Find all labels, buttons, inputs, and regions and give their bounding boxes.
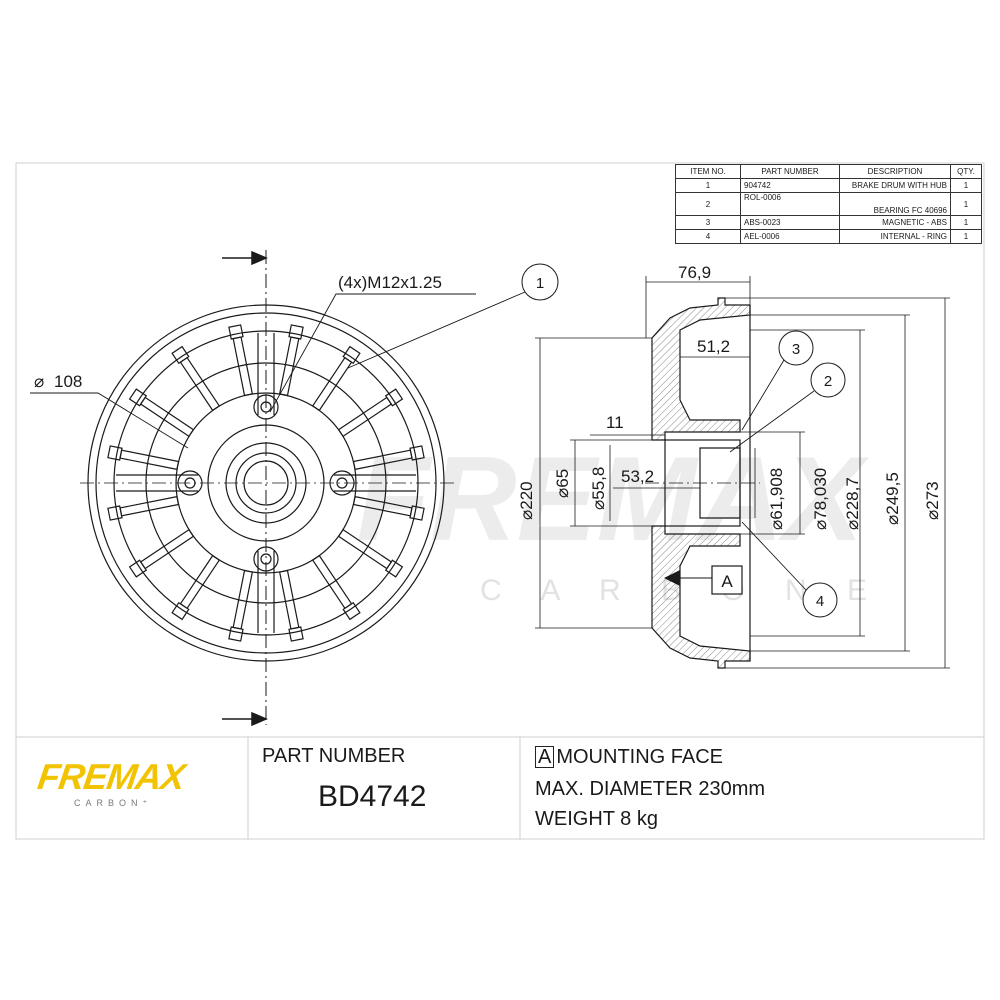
cooling-fin: [311, 554, 361, 621]
cooling-fin: [171, 345, 221, 412]
dim-11: 11: [606, 413, 624, 432]
bolt-circle-symbol: ⌀: [34, 372, 44, 391]
bom-part: ROL-0006: [740, 192, 840, 216]
bom-qty: 1: [950, 229, 982, 244]
sheet-border: [15, 162, 985, 840]
section-arrow-bottom: [222, 711, 268, 727]
bom-part: 904742: [740, 178, 840, 193]
cooling-fin: [337, 388, 404, 438]
balloon-2-circle: [810, 362, 846, 398]
bolt-circle-dim: 108: [54, 372, 82, 391]
stud-rib: [257, 551, 275, 633]
cooling-fin: [278, 324, 304, 397]
brand-name: FREMAX: [35, 756, 187, 797]
bom-item: 3: [675, 215, 741, 230]
bom-qty: 1: [950, 215, 982, 230]
bom-row: 2 ROL-0006 BEARING FC 40696 1: [675, 192, 982, 216]
cooling-fin: [107, 445, 180, 471]
cooling-fin: [128, 528, 195, 578]
stud-rib: [334, 474, 416, 492]
cooling-fin: [352, 445, 425, 471]
cooling-fin: [311, 345, 361, 412]
section-dimensions: [535, 276, 950, 669]
brand-subtitle: CARBON⁺: [74, 798, 153, 808]
bom-qty: 1: [950, 178, 982, 193]
balloon-1-circle: [521, 263, 559, 301]
bolt-circle-leader: [30, 392, 189, 449]
cooling-fin: [128, 388, 195, 438]
balloon-4-circle: [802, 582, 838, 618]
dim-dia-61908: ⌀61,908: [767, 468, 786, 530]
datum-box: [711, 565, 743, 595]
bill-of-materials: ITEM NO. PART NUMBER DESCRIPTION QTY. 1 …: [675, 164, 982, 244]
part-number-label: PART NUMBER: [262, 745, 406, 767]
dim-dia-78030: ⌀78,030: [811, 468, 830, 530]
bom-qty: 1: [950, 192, 982, 216]
brand-logo: FREMAX CARBON⁺: [35, 756, 232, 816]
cooling-fin: [171, 554, 221, 621]
bom-part: AEL-0006: [740, 229, 840, 244]
cooling-fin: [278, 569, 304, 642]
section-view: [651, 297, 751, 669]
bom-header-desc: DESCRIPTION: [839, 164, 951, 179]
mounting-face-text: MOUNTING FACE: [556, 746, 724, 768]
stud-rib: [257, 333, 275, 415]
bom-header-item: ITEM NO.: [675, 164, 741, 179]
bom-header-qty: QTY.: [950, 164, 982, 179]
cooling-fin: [228, 324, 254, 397]
part-number-value: BD4742: [318, 780, 427, 813]
dim-769: 76,9: [678, 263, 711, 282]
balloon-2-label: 2: [824, 373, 832, 390]
bom-header-part: PART NUMBER: [740, 164, 840, 179]
dim-dia-273: ⌀273: [923, 481, 942, 520]
weight-note: WEIGHT 8 kg: [535, 808, 658, 830]
bom-item: 1: [675, 178, 741, 193]
bom-row: 4 AEL-0006 INTERNAL - RING 1: [675, 229, 982, 244]
dim-dia-220: ⌀220: [517, 481, 536, 520]
dim-dia-2495: ⌀249,5: [883, 472, 902, 525]
cooling-fin: [107, 495, 180, 521]
section-upper-profile: [651, 297, 751, 441]
section-arrow-top: [222, 250, 268, 266]
bom-desc: BEARING FC 40696: [839, 192, 951, 216]
datum-label: A: [721, 572, 733, 591]
dim-dia-65: ⌀65: [553, 469, 572, 498]
stud-rib: [116, 474, 198, 492]
bom-item: 2: [675, 192, 741, 216]
bom-desc: INTERNAL - RING: [839, 229, 951, 244]
balloon-4-leader: [741, 521, 807, 591]
cooling-fin: [352, 495, 425, 521]
bom-part: ABS-0023: [740, 215, 840, 230]
bom-item: 4: [675, 229, 741, 244]
dim-532: 53,2: [621, 467, 654, 486]
dim-512: 51,2: [697, 337, 730, 356]
dim-dia-558: ⌀55,8: [589, 467, 608, 510]
bom-desc: MAGNETIC - ABS: [839, 215, 951, 230]
bom-desc: BRAKE DRUM WITH HUB: [839, 178, 951, 193]
dim-dia-2287: ⌀228,7: [843, 477, 862, 530]
max-diameter-note: MAX. DIAMETER 230mm: [535, 778, 766, 800]
balloon-3-leader: [741, 359, 785, 431]
datum-letter-box: A: [535, 746, 555, 768]
bom-row: 1 904742 BRAKE DRUM WITH HUB 1: [675, 178, 982, 193]
cooling-fin: [228, 569, 254, 642]
datum-triangle: [664, 570, 680, 586]
section-lower-profile: [651, 525, 751, 669]
balloon-1-leader: [347, 291, 526, 369]
thread-note: (4x)M12x1.25: [338, 273, 442, 292]
bearing-ring: [699, 447, 741, 519]
cooling-fin: [337, 528, 404, 578]
balloon-2-leader: [729, 390, 815, 453]
bom-row: 3 ABS-0023 MAGNETIC - ABS 1: [675, 215, 982, 230]
balloon-4-label: 4: [816, 593, 824, 610]
bom-header-row: ITEM NO. PART NUMBER DESCRIPTION QTY.: [675, 164, 982, 179]
thread-leader: [269, 293, 476, 413]
cooling-fins: [107, 324, 425, 642]
balloon-1-label: 1: [536, 275, 544, 292]
balloon-3-label: 3: [792, 341, 800, 358]
balloon-3-circle: [778, 330, 814, 366]
